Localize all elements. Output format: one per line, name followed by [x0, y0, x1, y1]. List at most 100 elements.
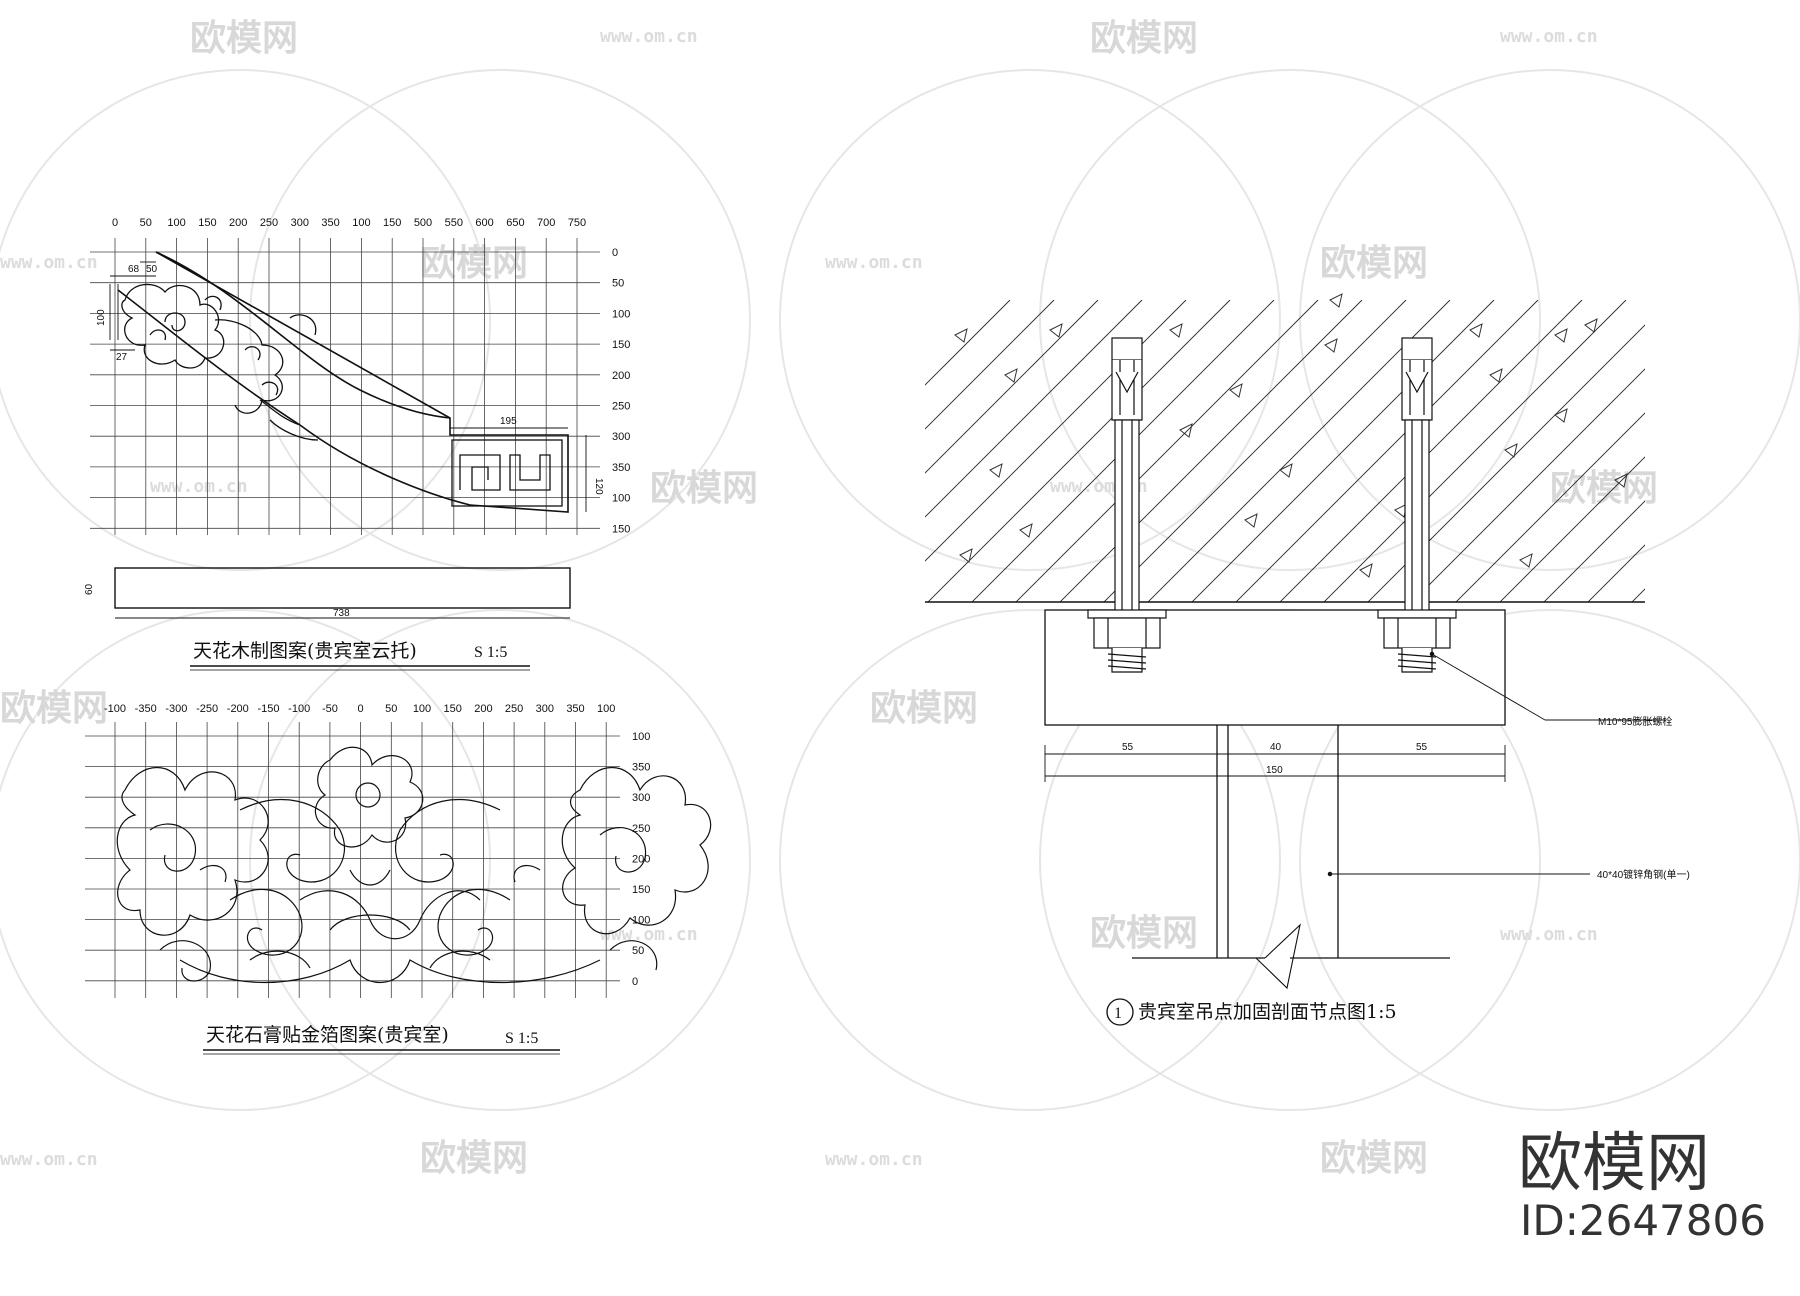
tick-label: 0	[612, 247, 618, 259]
tick-label: 650	[506, 217, 524, 229]
brand-logo-text: 欧模网	[1518, 1127, 1710, 1201]
dim-55-left: 55	[1122, 742, 1134, 753]
tick-label: 100	[612, 493, 630, 505]
watermark-url: www.om.cn	[600, 26, 698, 47]
dim-40: 40	[1270, 742, 1282, 753]
detail-number: 1	[1114, 1005, 1122, 1022]
tick-label: 150	[612, 523, 630, 535]
tick-label: 300	[612, 431, 630, 443]
tick-label: 50	[612, 278, 624, 290]
tick-label: 300	[536, 703, 554, 715]
tick-label: 150	[383, 217, 401, 229]
dim-100: 100	[96, 309, 107, 326]
tick-label: -350	[135, 703, 157, 715]
tick-label: 350	[321, 217, 339, 229]
concrete-slab-hatch	[925, 300, 1645, 602]
watermark-brand: 欧模网	[1090, 913, 1198, 954]
tick-label: 200	[474, 703, 492, 715]
tick-label: 50	[385, 703, 397, 715]
expansion-bolt-left	[1087, 337, 1167, 673]
tick-label: 100	[413, 703, 431, 715]
dim-195: 195	[500, 416, 517, 427]
tick-label: 200	[229, 217, 247, 229]
tick-label: 150	[612, 339, 630, 351]
grid-top-left	[90, 238, 600, 535]
watermark-url: www.om.cn	[0, 252, 98, 273]
tick-label: 250	[260, 217, 278, 229]
tick-label: 150	[198, 217, 216, 229]
tick-label: 350	[632, 762, 650, 774]
bolt-label: M10*95膨胀螺栓	[1598, 715, 1672, 728]
tick-label: -100	[288, 703, 310, 715]
watermark-url: www.om.cn	[600, 924, 698, 945]
title-plaster-pattern: 天花石膏贴金箔图案(贵宾室)	[206, 1023, 449, 1046]
watermark-brand: 欧模网	[190, 18, 298, 59]
tick-label: 50	[140, 217, 152, 229]
dim-55-right: 55	[1416, 742, 1428, 753]
dim-68: 68	[128, 264, 140, 275]
grid-bottom-left	[85, 722, 620, 998]
tick-label: -100	[104, 703, 126, 715]
tick-label: -50	[322, 703, 338, 715]
tick-label: -150	[257, 703, 279, 715]
watermark-url: www.om.cn	[0, 1149, 98, 1170]
cloud-scroll-motif	[121, 283, 319, 441]
dimension-chain	[1044, 745, 1506, 782]
tick-label: 500	[414, 217, 432, 229]
tick-label: 50	[632, 945, 644, 957]
fret-motif	[451, 439, 563, 507]
watermark-brand: 欧模网	[0, 688, 108, 729]
concrete-aggregate	[954, 293, 1628, 578]
tick-label: 100	[612, 308, 630, 320]
tick-label: 300	[291, 217, 309, 229]
watermark-url: www.om.cn	[150, 476, 248, 497]
brand-block: 欧模网 ID:2647806	[1518, 1127, 1766, 1245]
dim-120: 120	[593, 478, 604, 495]
dim-27: 27	[116, 352, 128, 363]
dim-738: 738	[333, 608, 350, 619]
tick-label: 350	[566, 703, 584, 715]
tick-label: 300	[632, 792, 650, 804]
watermark-brand: 欧模网	[870, 688, 978, 729]
tick-label: 100	[352, 217, 370, 229]
tick-label: 600	[475, 217, 493, 229]
tick-label: 0	[632, 976, 638, 988]
tick-label: 550	[445, 217, 463, 229]
angle-steel	[1132, 725, 1450, 990]
panel-hanging-point-section: 55 40 55 150 M10*95膨胀螺栓 40*40镀锌角钢(单一) 1 …	[925, 293, 1690, 1026]
tick-label: 750	[568, 217, 586, 229]
scale-wood-pattern: S 1:5	[474, 644, 507, 661]
tick-label: 200	[612, 370, 630, 382]
tick-label: 700	[537, 217, 555, 229]
tick-label: 250	[632, 823, 650, 835]
tick-label: 100	[632, 731, 650, 743]
tick-label: -250	[196, 703, 218, 715]
detail-number-circle	[1106, 998, 1134, 1026]
dim-50: 50	[146, 264, 158, 275]
expansion-bolt-right	[1377, 337, 1457, 673]
watermark-brand: 欧模网	[650, 468, 758, 509]
watermark-url: www.om.cn	[825, 252, 923, 273]
title-wood-pattern: 天花木制图案(贵宾室云托)	[193, 640, 417, 662]
watermark-brand: 欧模网	[420, 243, 528, 284]
watermark-url: www.om.cn	[825, 1149, 923, 1170]
angle-steel-label: 40*40镀锌角钢(单一)	[1597, 868, 1690, 881]
right-axis-ticks: 0 50 100 150 200 250 300 350 100 150	[612, 247, 630, 535]
watermark-url: www.om.cn	[1500, 26, 1598, 47]
board-elevation	[114, 567, 571, 609]
tick-label: 150	[632, 884, 650, 896]
tick-label: -300	[165, 703, 187, 715]
watermark-url: www.om.cn	[1500, 924, 1598, 945]
tick-label: 350	[612, 462, 630, 474]
tick-label: 0	[358, 703, 364, 715]
tick-label: 100	[597, 703, 615, 715]
tick-label: 250	[612, 401, 630, 413]
watermark-brand: 欧模网	[1550, 468, 1658, 509]
title-hanging-point: 贵宾室吊点加固剖面节点图1:5	[1138, 1001, 1397, 1023]
tick-label: 100	[632, 915, 650, 927]
